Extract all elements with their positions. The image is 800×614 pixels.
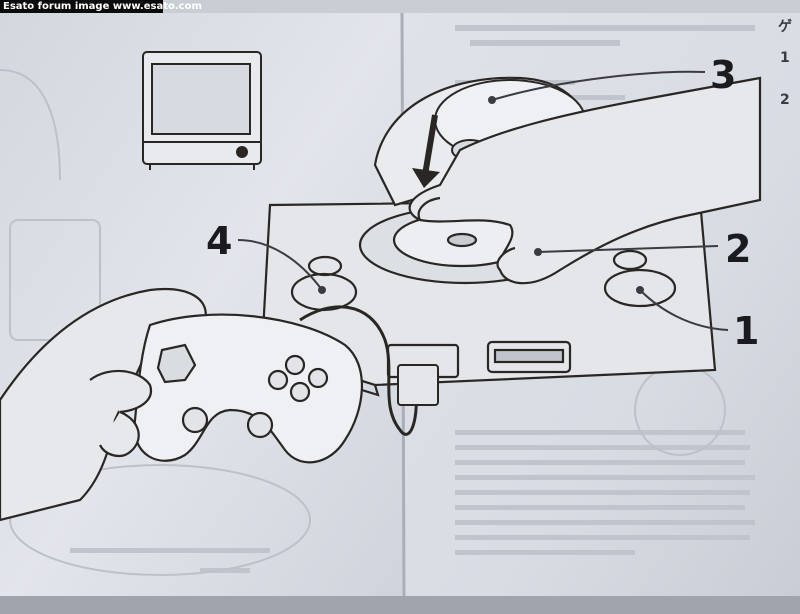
tv-icon [142, 51, 262, 170]
edge-step-2: 2 [780, 92, 790, 108]
d-pad [156, 343, 197, 384]
bottom-edge-shadow [0, 596, 800, 614]
leader-1 [639, 289, 729, 331]
callout-3: 3 [710, 53, 737, 97]
leader-4 [237, 239, 323, 291]
bleed-through-text [70, 25, 755, 573]
right-hand [408, 76, 762, 285]
callout-1: 1 [733, 309, 760, 353]
leader-2 [537, 245, 719, 253]
callout-4: 4 [206, 219, 233, 263]
edge-step-1: 1 [780, 50, 790, 66]
controller-cable [299, 305, 418, 436]
leader-3 [491, 70, 706, 101]
left-hand-fingers [89, 369, 153, 458]
controller-plug [397, 364, 439, 406]
watermark-banner: Esato forum image www.esato.com [0, 0, 202, 13]
controller [133, 313, 364, 464]
callout-2: 2 [725, 227, 752, 271]
callout-leaders [237, 70, 729, 331]
down-arrow [422, 114, 438, 176]
edge-glyph-g: ゲ [778, 19, 792, 35]
down-arrow-head [412, 168, 440, 188]
